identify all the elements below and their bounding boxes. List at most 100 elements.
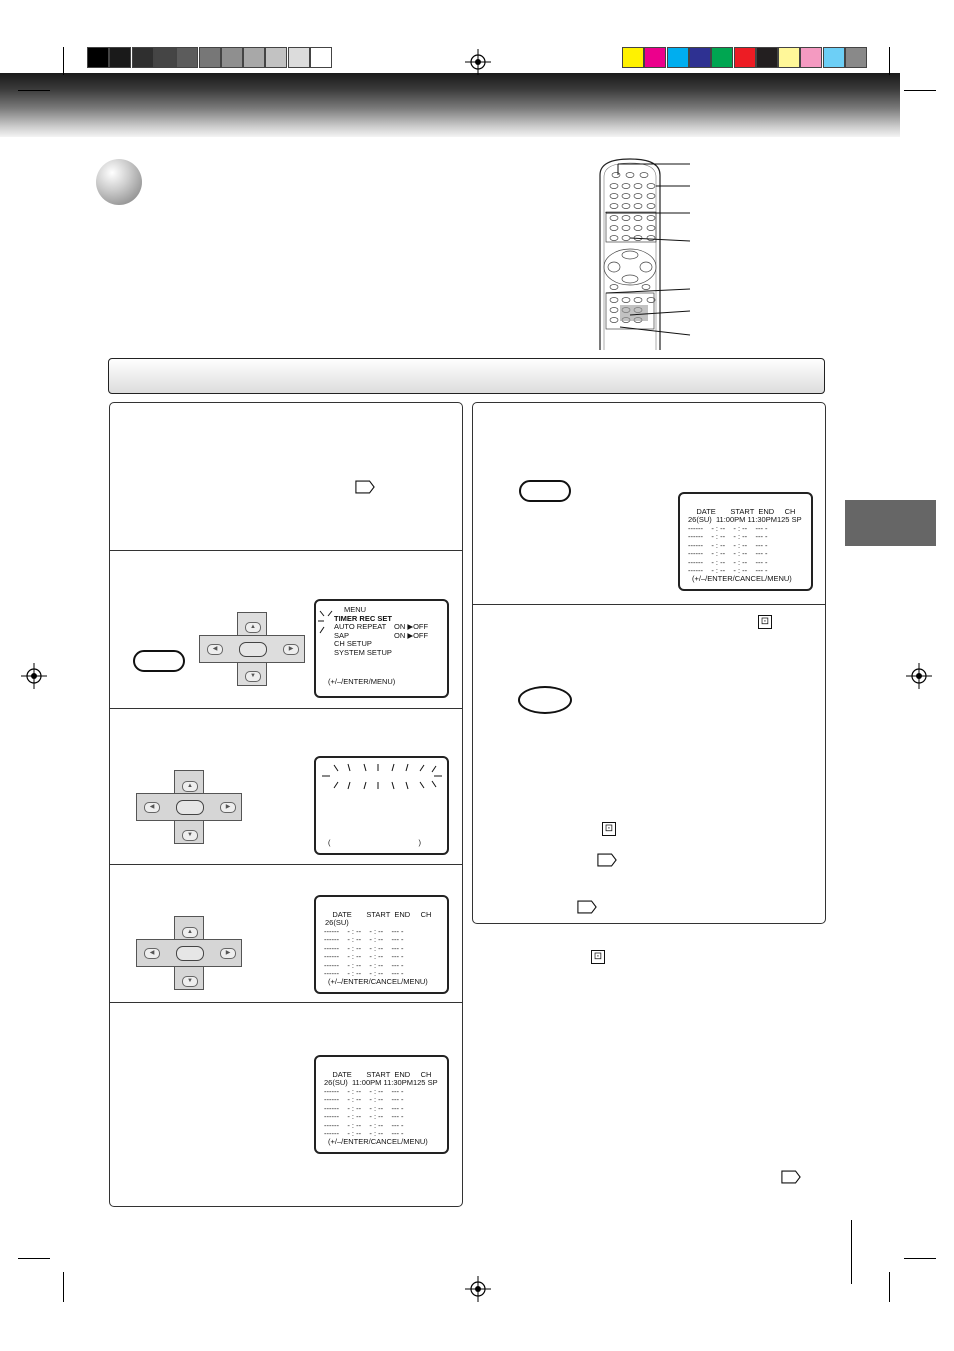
section-bullet-sphere: [96, 159, 142, 205]
table-rows: ------ - : -- - : -- --- ------- - : -- …: [324, 1086, 439, 1139]
direction-pad[interactable]: ▲ ▼ ◀ ▶: [136, 770, 242, 844]
table-row: ------ - : -- - : -- --- -: [324, 1086, 404, 1096]
table-row: ------ - : -- - : -- --- -: [324, 1129, 404, 1138]
table-row: ------ - : -- - : -- --- -: [324, 969, 404, 978]
page-edge-line: [851, 1220, 852, 1284]
table-row: ------ - : -- - : -- --- -: [324, 1120, 404, 1130]
table-row: ------ - : -- - : -- --- -: [324, 1112, 404, 1121]
color-swatch: [778, 47, 801, 68]
menu-item-system-setup[interactable]: SYSTEM SETUP: [334, 647, 392, 657]
menu-title: MENU: [344, 605, 367, 614]
crop-mark: [63, 47, 64, 75]
table-row: ------ - : -- - : -- --- -: [324, 935, 404, 944]
footer-left-paren: (: [328, 837, 331, 847]
right-arrow-icon[interactable]: ▶: [220, 948, 236, 959]
right-arrow-icon[interactable]: ▶: [220, 802, 236, 813]
timer-screen-step4: DATE START END CH 26(SU) ------ - : -- -…: [314, 895, 449, 994]
menu-footer: (+/–/ENTER/MENU): [328, 676, 396, 686]
blank-screen: ( ): [314, 756, 449, 855]
table-row: ------ - : -- - : -- --- -: [688, 566, 768, 575]
table-row: ------ - : -- - : -- --- -: [324, 960, 404, 970]
flash-marks-icon: [322, 763, 442, 790]
direction-pad[interactable]: ▲ ▼ ◀ ▶: [136, 916, 242, 990]
enter-key-button[interactable]: [519, 480, 571, 502]
section-title-bar: [108, 358, 825, 394]
step-divider: [110, 864, 462, 865]
up-arrow-icon[interactable]: ▲: [182, 927, 198, 938]
menu-button[interactable]: [133, 650, 185, 672]
color-swatch: [198, 47, 221, 68]
menu-item-auto-repeat[interactable]: AUTO REPEAT ON ▶OFF: [334, 622, 429, 631]
color-swatch: [176, 47, 199, 68]
enter-button[interactable]: [176, 800, 204, 815]
registration-mark-icon: [21, 663, 47, 689]
menu-screen: MENU TIMER REC SET AUTO REPEAT ON ▶OFF S…: [314, 599, 449, 698]
table-row: ------ - : -- - : -- --- -: [324, 1095, 404, 1104]
step-divider: [110, 1002, 462, 1003]
color-swatch: [265, 47, 288, 68]
table-header: DATE START END CH: [332, 909, 432, 919]
timer-screen-step6: DATE START END CH 26(SU) 11:00PM 11:30PM…: [678, 492, 813, 591]
left-arrow-icon[interactable]: ◀: [144, 948, 160, 959]
color-swatch: [755, 47, 778, 68]
color-swatch: [131, 47, 154, 68]
cursor-flash-icon: [318, 610, 333, 634]
color-swatch: [153, 47, 176, 68]
left-arrow-icon[interactable]: ◀: [144, 802, 160, 813]
step-divider: [110, 550, 462, 551]
color-swatch: [220, 47, 243, 68]
timer-screen-step5: DATE START END CH 26(SU) 11:00PM 11:30PM…: [314, 1055, 449, 1154]
table-rows: ------ - : -- - : -- --- ------- - : -- …: [324, 926, 439, 979]
crop-mark: [889, 47, 890, 75]
table-row: ------ - : -- - : -- --- -: [324, 952, 404, 961]
table-row: ------ - : -- - : -- --- -: [688, 557, 768, 567]
direction-pad[interactable]: ▲ ▼ ◀ ▶: [199, 612, 305, 686]
table-row-filled: 26(SU) 11:00PM 11:30PM125 SP: [688, 515, 802, 524]
crop-mark: [904, 1258, 936, 1259]
timer-button[interactable]: [518, 686, 572, 714]
table-row-filled: 26(SU) 11:00PM 11:30PM125 SP: [324, 1078, 438, 1087]
table-row: ------ - : -- - : -- --- -: [688, 549, 768, 558]
table-header: DATE START END CH: [696, 506, 796, 516]
page-reference-tag-icon: [597, 853, 617, 867]
color-swatch: [243, 47, 266, 68]
footer-right-paren: ): [418, 837, 422, 847]
up-arrow-icon[interactable]: ▲: [245, 622, 261, 633]
enter-button[interactable]: [176, 946, 204, 961]
up-arrow-icon[interactable]: ▲: [182, 781, 198, 792]
enter-button[interactable]: [239, 642, 267, 657]
menu-item-ch-setup[interactable]: CH SETUP: [334, 639, 372, 648]
table-footer: (+/–/ENTER/CANCEL/MENU): [692, 573, 792, 583]
color-swatch: [622, 47, 644, 68]
color-swatch: [666, 47, 689, 68]
color-swatch: [644, 47, 667, 68]
crop-mark: [18, 1258, 50, 1259]
table-row: ------ - : -- - : -- --- -: [324, 943, 404, 953]
table-row: ------ - : -- - : -- --- -: [324, 926, 404, 936]
crop-mark: [904, 90, 936, 91]
timer-symbol-icon: ⊡: [591, 950, 605, 964]
color-swatch: [287, 47, 310, 68]
color-swatch: [310, 47, 332, 68]
left-steps-panel: [109, 402, 463, 1207]
table-row: ------ - : -- - : -- --- -: [688, 532, 768, 541]
table-footer: (+/–/ENTER/CANCEL/MENU): [328, 1136, 428, 1146]
down-arrow-icon[interactable]: ▼: [182, 976, 198, 987]
left-arrow-icon[interactable]: ◀: [207, 644, 223, 655]
menu-item-sap[interactable]: SAP ON ▶OFF: [334, 630, 429, 640]
color-swatch: [845, 47, 867, 68]
table-footer: (+/–/ENTER/CANCEL/MENU): [328, 976, 428, 986]
menu-item-timer-rec-set[interactable]: TIMER REC SET: [334, 613, 392, 623]
color-swatch: [800, 47, 823, 68]
down-arrow-icon[interactable]: ▼: [245, 671, 261, 682]
registration-mark-icon: [465, 49, 491, 75]
registration-mark-icon: [465, 1276, 491, 1302]
crop-mark: [63, 1272, 64, 1302]
down-arrow-icon[interactable]: ▼: [182, 830, 198, 841]
table-header: DATE START END CH: [332, 1069, 432, 1079]
right-arrow-icon[interactable]: ▶: [283, 644, 299, 655]
color-swatch: [711, 47, 734, 68]
chapter-side-tab: [845, 500, 936, 546]
crop-mark: [18, 90, 50, 91]
table-row: ------ - : -- - : -- --- -: [688, 540, 768, 550]
